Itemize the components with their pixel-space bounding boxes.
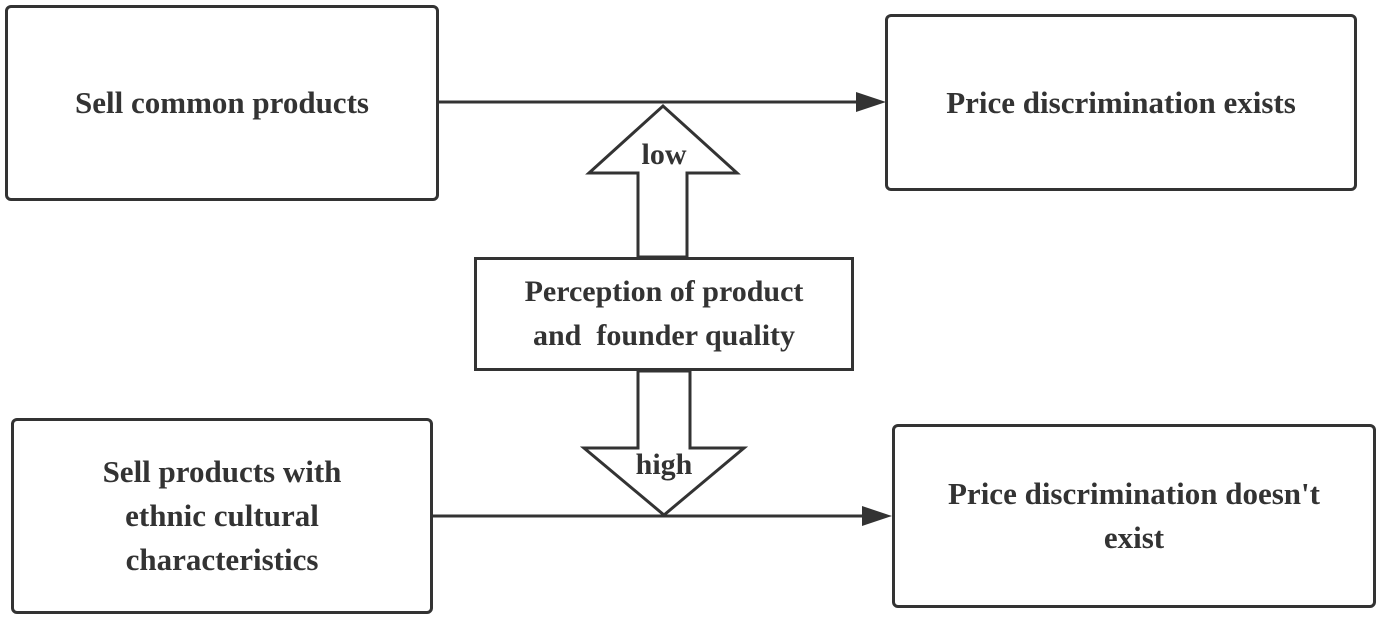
price-discrimination-exists-label: Price discrimination exists xyxy=(946,84,1296,120)
price-discrimination-doesnt-exist-box: Price discrimination doesn't exist xyxy=(892,424,1376,608)
ethnic-line-1: Sell products with xyxy=(102,454,342,489)
price-discrimination-doesnt-exist-text: Price discrimination doesn't exist xyxy=(948,472,1320,560)
ethnic-line-3: characteristics xyxy=(125,542,319,577)
high-down-arrow xyxy=(579,369,749,517)
perception-quality-text: Perception of product and founder qualit… xyxy=(525,270,804,358)
sell-common-products-box: Sell common products xyxy=(5,5,439,201)
sell-ethnic-products-box: Sell products with ethnic cultural chara… xyxy=(11,418,433,614)
sell-common-products-label: Sell common products xyxy=(75,85,369,120)
price-discrimination-exists-box: Price discrimination exists xyxy=(885,14,1357,191)
low-arrow-label: low xyxy=(641,138,687,171)
bottom-arrowhead xyxy=(862,506,892,526)
no-discrimination-line-2: exist xyxy=(1103,520,1165,555)
low-up-arrow xyxy=(585,103,741,259)
top-arrowhead xyxy=(856,92,886,112)
perception-line-2: and founder quality xyxy=(532,319,796,352)
sell-ethnic-products-text: Sell products with ethnic cultural chara… xyxy=(103,450,342,582)
no-discrimination-line-1: Price discrimination doesn't xyxy=(948,476,1320,511)
high-arrow-label: high xyxy=(635,448,693,481)
perception-quality-box: Perception of product and founder qualit… xyxy=(474,257,854,371)
perception-line-1: Perception of product xyxy=(524,275,804,308)
ethnic-line-2: ethnic cultural xyxy=(125,498,319,533)
